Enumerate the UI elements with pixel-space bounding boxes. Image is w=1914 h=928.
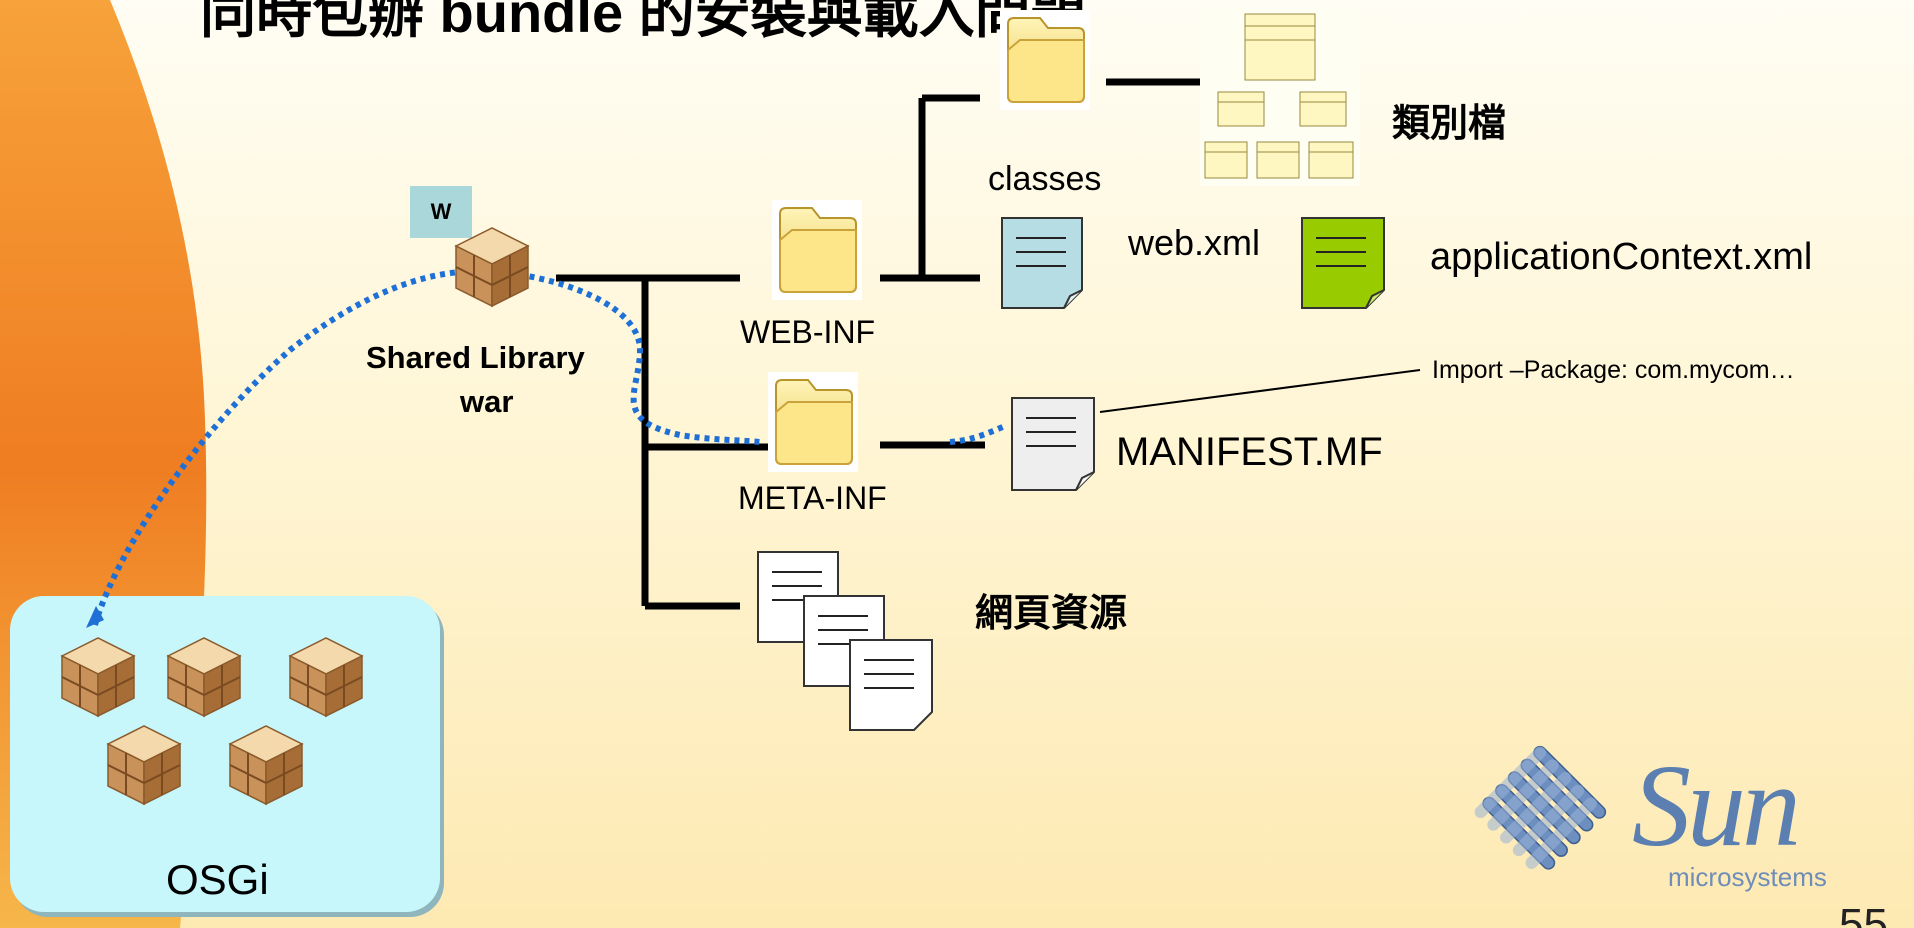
web-inf-folder-icon [771,199,863,301]
osgi-bundle-icon [167,637,241,717]
arrowhead-icon [86,606,104,628]
note-line [1099,369,1421,413]
classes-folder-icon [999,9,1091,111]
classes-label: classes [988,160,1102,198]
osgi-bundle-icon [107,725,181,805]
osgi-bundle-icon [61,637,135,717]
osgi-bundle-icon [289,637,363,717]
osgi-bundle-icon [229,725,303,805]
web-inf-label: WEB-INF [740,314,876,350]
sun-logo-icon [1474,745,1607,870]
page-number: 55 [1839,900,1888,928]
slide-title: 同時包辦 bundle 的安裝與載入問題 [200,0,1087,44]
sun-logo-text: Sun [1632,740,1801,871]
meta-inf-folder-icon [767,371,859,473]
web-resource-doc-icon [757,551,933,731]
import-note-label: Import –Package: com.mycom… [1432,356,1795,384]
class-files-label: 類別檔 [1392,103,1507,145]
manifest-label: MANIFEST.MF [1116,430,1383,474]
uml-diagram-icon [1200,8,1360,186]
web-resources-label: 網頁資源 [975,593,1128,635]
dotted-links [92,268,1007,626]
tree-lines [556,78,1210,610]
meta-inf-label: META-INF [738,480,887,516]
sun-logo-subtext: microsystems [1668,862,1827,892]
war-label-line2: war [460,384,514,419]
web-xml-doc-icon [1001,217,1083,309]
manifest-doc-icon [1011,397,1095,491]
war-bundle-icon [455,227,529,307]
web-xml-label: web.xml [1128,222,1261,263]
war-badge: W [410,186,472,238]
war-label-line1: Shared Library [366,340,585,375]
app-context-doc-icon [1301,217,1385,309]
app-context-label: applicationContext.xml [1430,236,1813,278]
osgi-label: OSGi [166,856,269,903]
